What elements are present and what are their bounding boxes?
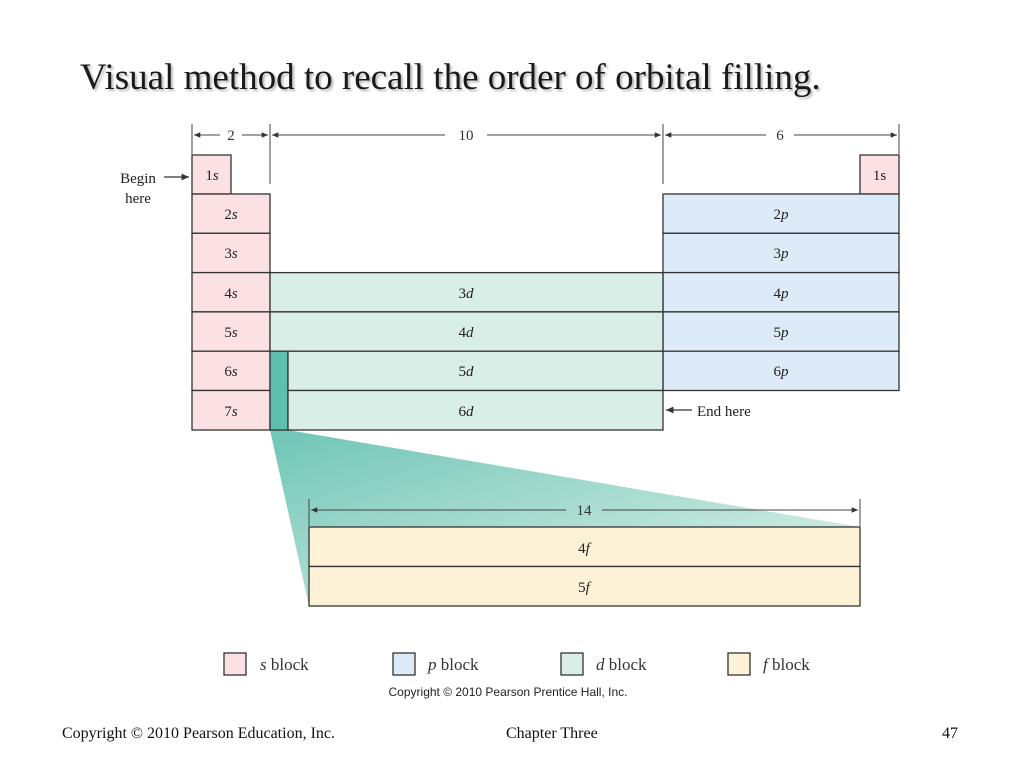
s-block: 1s 2s 3s 4s 5s 6s 7s: [191, 154, 271, 431]
svg-text:s block: s block: [260, 655, 309, 674]
legend-item-f: f block: [727, 652, 810, 676]
begin-here-annotation: Begin here: [120, 171, 189, 207]
cell-3p: 3p: [774, 246, 790, 262]
cell-5p: 5p: [774, 325, 790, 341]
cell-6d: 6d: [459, 404, 475, 420]
dimension-d: 10: [272, 124, 664, 184]
helium-cell: 1s: [859, 154, 900, 195]
f-block-expansion-fan: [270, 430, 860, 606]
cell-5f: 5f: [578, 580, 592, 596]
begin-label-line1: Begin: [120, 171, 156, 187]
end-label: End here: [697, 404, 751, 420]
cell-5s: 5s: [224, 325, 238, 341]
lanthanide-actinide-strip: [269, 350, 289, 431]
end-here-annotation: End here: [666, 404, 751, 420]
svg-text:f block: f block: [763, 655, 810, 674]
image-copyright: Copyright © 2010 Pearson Prentice Hall, …: [389, 685, 628, 699]
cell-1s: 1s: [205, 168, 219, 184]
dimension-label-p: 6: [776, 128, 784, 144]
svg-text:p block: p block: [427, 655, 479, 674]
footer-copyright: Copyright © 2010 Pearson Education, Inc.: [62, 725, 335, 742]
cell-3s: 3s: [224, 246, 238, 262]
d-block: 3d 4d 5d 6d: [269, 271, 664, 431]
cell-5d: 5d: [459, 364, 475, 380]
f-block: 4f 5f: [308, 526, 861, 607]
dimension-p: 6: [665, 124, 900, 154]
legend-swatch-s: [223, 652, 247, 676]
footer-chapter: Chapter Three: [506, 725, 598, 742]
cell-4f: 4f: [578, 541, 592, 557]
legend-swatch-f: [727, 652, 751, 676]
cell-2s: 2s: [224, 207, 238, 223]
dimension-label-f: 14: [577, 503, 593, 519]
cell-4d: 4d: [459, 325, 475, 341]
begin-label-line2: here: [125, 191, 151, 207]
dimension-s: 2: [191, 124, 271, 184]
slide-title: Visual method to recall the order of orb…: [80, 57, 821, 98]
cell-he-1s: 1s: [873, 168, 887, 184]
cell-2p: 2p: [774, 207, 790, 223]
cell-6s: 6s: [224, 364, 238, 380]
legend-item-s: s block: [223, 652, 309, 676]
legend: s block p block d block f block: [223, 652, 810, 676]
legend-item-d: d block: [560, 652, 647, 676]
svg-text:d block: d block: [596, 655, 647, 674]
cell-3d: 3d: [459, 286, 475, 302]
cell-6p: 6p: [774, 364, 790, 380]
dimension-f: 14: [308, 499, 861, 526]
legend-swatch-d: [560, 652, 584, 676]
footer-page-number: 47: [942, 725, 958, 742]
dimension-label-s: 2: [227, 128, 235, 144]
cell-7s: 7s: [224, 404, 238, 420]
p-block: 2p 3p 4p 5p 6p: [662, 193, 900, 392]
cell-4s: 4s: [224, 286, 238, 302]
legend-item-p: p block: [392, 652, 479, 676]
cell-4p: 4p: [774, 286, 790, 302]
dimension-label-d: 10: [459, 128, 474, 144]
legend-swatch-p: [392, 652, 416, 676]
